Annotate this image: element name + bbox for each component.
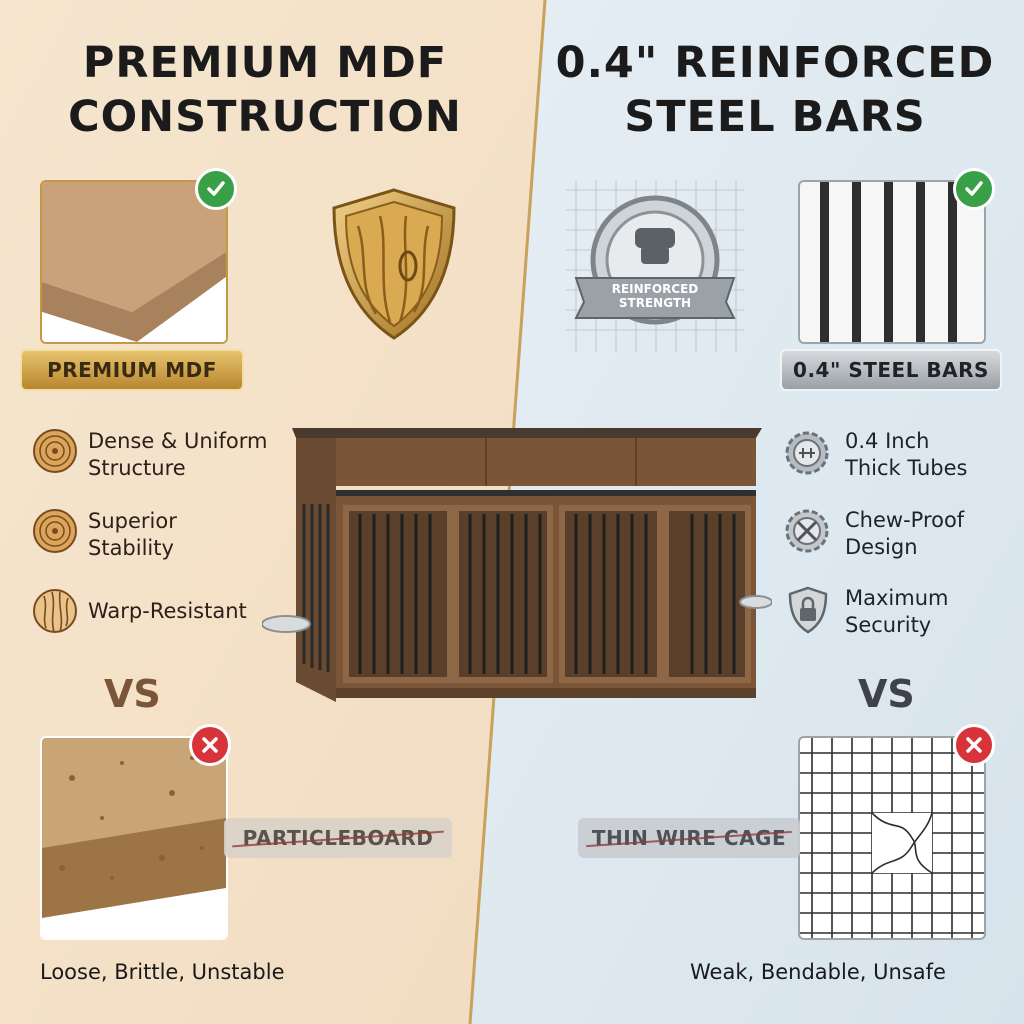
feature-text: Structure bbox=[88, 456, 186, 480]
seal-text: REINFORCED STRENGTH bbox=[580, 282, 730, 310]
thin-wire-cage-image bbox=[798, 736, 986, 940]
gear-icon bbox=[785, 431, 829, 475]
feature-maximum-security: Maximum Security bbox=[845, 585, 948, 639]
dog-crate-furniture-image bbox=[262, 428, 772, 702]
right-caption: Weak, Bendable, Unsafe bbox=[690, 960, 946, 984]
steel-bars-image bbox=[798, 180, 986, 344]
feature-thick-tubes: 0.4 Inch Thick Tubes bbox=[845, 428, 968, 482]
left-check-icon bbox=[195, 168, 237, 210]
mdf-board-image bbox=[40, 180, 228, 344]
feature-text: Security bbox=[845, 613, 932, 637]
premium-mdf-badge: PREMIUM MDF bbox=[20, 349, 244, 391]
feature-text: Stability bbox=[88, 536, 174, 560]
right-cross-icon bbox=[953, 724, 995, 766]
right-title: 0.4" REINFORCED STEEL BARS bbox=[530, 36, 1020, 144]
feature-text: Superior bbox=[88, 509, 177, 533]
left-caption: Loose, Brittle, Unstable bbox=[40, 960, 285, 984]
right-title-line1: 0.4" REINFORCED bbox=[555, 38, 995, 88]
wood-shield-icon bbox=[332, 188, 456, 340]
feature-text: 0.4 Inch bbox=[845, 429, 930, 453]
wood-rings-icon bbox=[33, 429, 77, 473]
left-cross-icon bbox=[189, 724, 231, 766]
feature-superior-stability: Superior Stability bbox=[88, 508, 177, 562]
particleboard-image bbox=[40, 736, 228, 940]
wood-grain-icon bbox=[33, 589, 77, 633]
feature-chew-proof: Chew-Proof Design bbox=[845, 507, 964, 561]
reinforced-strength-seal bbox=[566, 180, 744, 352]
seal-line1: REINFORCED bbox=[611, 282, 699, 296]
feature-text: Dense & Uniform bbox=[88, 429, 268, 453]
feature-text: Maximum bbox=[845, 586, 949, 610]
particleboard-label: PARTICLEBOARD bbox=[224, 818, 452, 858]
left-vs-label: VS bbox=[104, 672, 161, 716]
no-chew-icon bbox=[785, 509, 829, 553]
left-title-line2: CONSTRUCTION bbox=[68, 92, 462, 142]
seal-line2: STRENGTH bbox=[618, 296, 692, 310]
right-check-icon bbox=[953, 168, 995, 210]
left-title: PREMIUM MDF CONSTRUCTION bbox=[20, 36, 510, 144]
left-title-line1: PREMIUM MDF bbox=[82, 38, 448, 88]
wood-rings-icon bbox=[33, 509, 77, 553]
lock-shield-icon bbox=[788, 586, 828, 634]
steel-bars-badge: 0.4" STEEL BARS bbox=[780, 349, 1002, 391]
right-vs-label: VS bbox=[858, 672, 915, 716]
feature-text: Chew-Proof bbox=[845, 508, 965, 532]
feature-text: Warp-Resistant bbox=[88, 599, 247, 623]
thin-wire-cage-label: THIN WIRE CAGE bbox=[578, 818, 800, 858]
feature-dense-uniform: Dense & Uniform Structure bbox=[88, 428, 267, 482]
feature-warp-resistant: Warp-Resistant bbox=[88, 598, 247, 625]
feature-text: Design bbox=[845, 535, 918, 559]
right-title-line2: STEEL BARS bbox=[624, 92, 926, 142]
feature-text: Thick Tubes bbox=[845, 456, 968, 480]
